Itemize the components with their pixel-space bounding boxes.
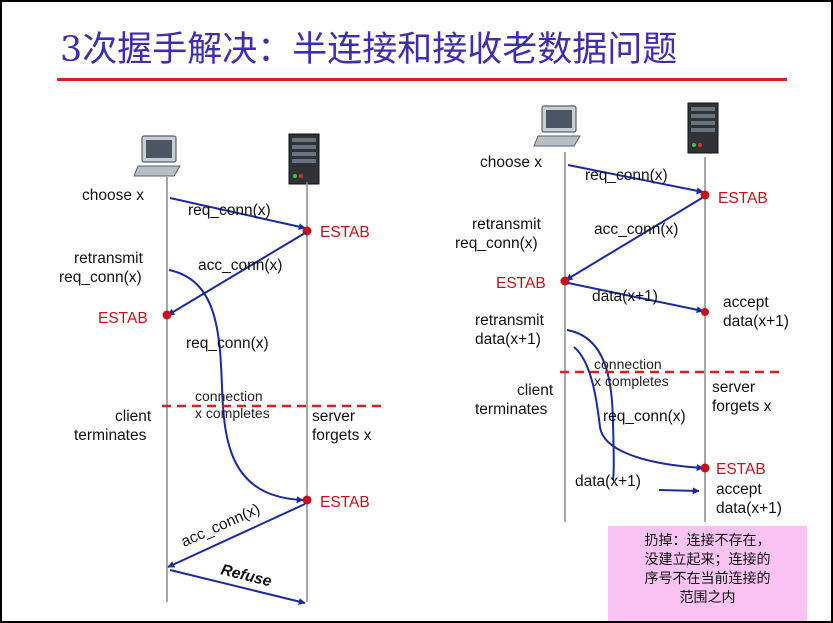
server-forgets-label: server <box>712 379 755 396</box>
title-rule <box>57 78 787 81</box>
server-forgets-label: server <box>312 408 355 425</box>
req-conn-label: req_conn(x) <box>186 335 269 352</box>
retransmitted-req-curve <box>168 269 304 504</box>
choose-x-label: choose x <box>480 154 542 171</box>
estab-label: ESTAB <box>716 461 766 478</box>
server-forgets-label: forgets x <box>312 427 372 444</box>
data-label: data(x+1) <box>575 473 641 490</box>
server-forgets-label: forgets x <box>712 398 772 415</box>
acc-conn-label: acc_conn(x) <box>594 221 678 238</box>
retransmit-label: req_conn(x) <box>59 269 142 286</box>
estab-dot <box>700 190 710 200</box>
estab-label: ESTAB <box>98 310 148 327</box>
computer-icon <box>533 105 581 147</box>
accept-data-label: data(x+1) <box>723 313 789 330</box>
acc-conn-arrow <box>565 197 703 281</box>
note-line: 范围之内 <box>679 590 736 606</box>
connection-label: connection <box>594 356 662 372</box>
retransmit-data-label: data(x+1) <box>475 331 541 348</box>
note-line: 扔掉：连接不存在， <box>644 533 771 549</box>
estab-dot <box>700 463 710 473</box>
client-terminates-label: client <box>115 408 152 425</box>
estab-dot <box>560 276 570 286</box>
retransmitted-req-curve <box>573 346 704 472</box>
computer-icon <box>133 135 181 177</box>
retransmit-label: retransmit <box>472 216 542 233</box>
refuse-label: Refuse <box>219 561 274 590</box>
retransmit-data-label: retransmit <box>475 312 545 329</box>
acc-conn-arrow <box>167 503 306 568</box>
connection-label: connection <box>195 388 263 404</box>
req-conn-arrow <box>567 164 704 195</box>
estab-label: ESTAB <box>320 494 370 511</box>
left-diagram: choose x req_conn(x) ESTAB retransmit re… <box>59 133 382 605</box>
accept-dot <box>701 308 709 316</box>
estab-label: ESTAB <box>718 190 768 207</box>
note-line: 序号不在当前连接的 <box>644 571 771 587</box>
connection-label: x completes <box>594 373 669 389</box>
acc-conn-arrow <box>167 232 306 316</box>
client-terminates-label: terminates <box>74 427 147 444</box>
accept-data-label: accept <box>716 481 762 498</box>
estab-dot <box>162 310 172 320</box>
right-diagram: choose x req_conn(x) ESTAB retransmit re… <box>455 102 789 522</box>
note-line: 没建立起来；连接的 <box>644 552 771 568</box>
accept-data-label: accept <box>723 294 769 311</box>
req-conn-label: req_conn(x) <box>603 408 686 425</box>
server-icon <box>687 102 719 154</box>
accept-data-label: data(x+1) <box>716 500 782 517</box>
retransmitted-data-curve <box>566 329 615 481</box>
estab-label: ESTAB <box>320 224 370 241</box>
connection-label: x completes <box>195 405 270 421</box>
req-conn-label: req_conn(x) <box>585 167 668 184</box>
data-arrow <box>567 282 704 314</box>
client-terminates-label: terminates <box>475 401 548 418</box>
data-arrow <box>658 487 700 495</box>
data-label: data(x+1) <box>592 288 658 305</box>
page-title: 3次握手解决：半连接和接收老数据问题 <box>60 30 678 70</box>
discard-note: 扔掉：连接不存在， 没建立起来；连接的 序号不在当前连接的 范围之内 <box>608 526 807 621</box>
client-terminates-label: client <box>517 382 554 399</box>
retransmit-label: retransmit <box>74 250 144 267</box>
retransmit-label: req_conn(x) <box>455 235 538 252</box>
refuse-arrow <box>169 569 306 605</box>
req-conn-label: req_conn(x) <box>188 202 271 219</box>
choose-x-label: choose x <box>82 187 144 204</box>
estab-dot <box>302 495 312 505</box>
server-icon <box>288 133 320 185</box>
acc-conn-label: acc_conn(x) <box>198 257 282 274</box>
estab-label: ESTAB <box>496 275 546 292</box>
req-conn-arrow <box>169 197 306 231</box>
